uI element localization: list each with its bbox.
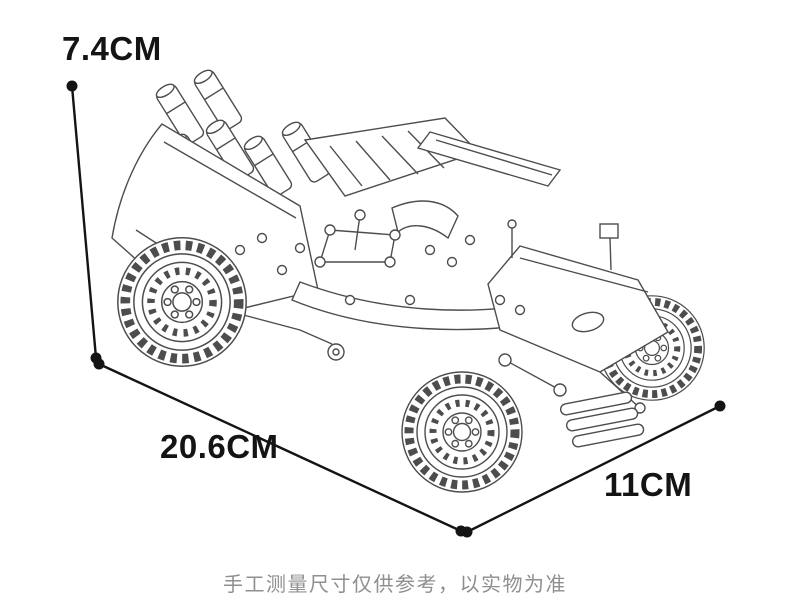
- width-dimension-label: 11CM: [604, 466, 693, 503]
- technic-pins: [234, 232, 526, 316]
- length-dimension-line: [93, 358, 467, 537]
- rear-wing: [416, 131, 562, 187]
- length-dimension-label: 20.6CM: [160, 428, 279, 465]
- mid-frame-truss: [314, 209, 401, 268]
- width-dimension-line: [461, 400, 726, 538]
- dimension-lines: [66, 80, 726, 538]
- roll-bar: [391, 200, 459, 240]
- front-bumper-pipes: [559, 391, 645, 448]
- height-dimension-label: 7.4CM: [62, 30, 162, 67]
- measurement-disclaimer-text: 手工测量尺寸仅供参考，以实物为准: [223, 574, 567, 596]
- height-dimension-line: [66, 80, 102, 364]
- wheel-rear-near: [118, 238, 246, 366]
- wheel-front-near: [402, 372, 522, 492]
- suspension-links: [498, 353, 646, 414]
- car-line-art: [111, 69, 704, 492]
